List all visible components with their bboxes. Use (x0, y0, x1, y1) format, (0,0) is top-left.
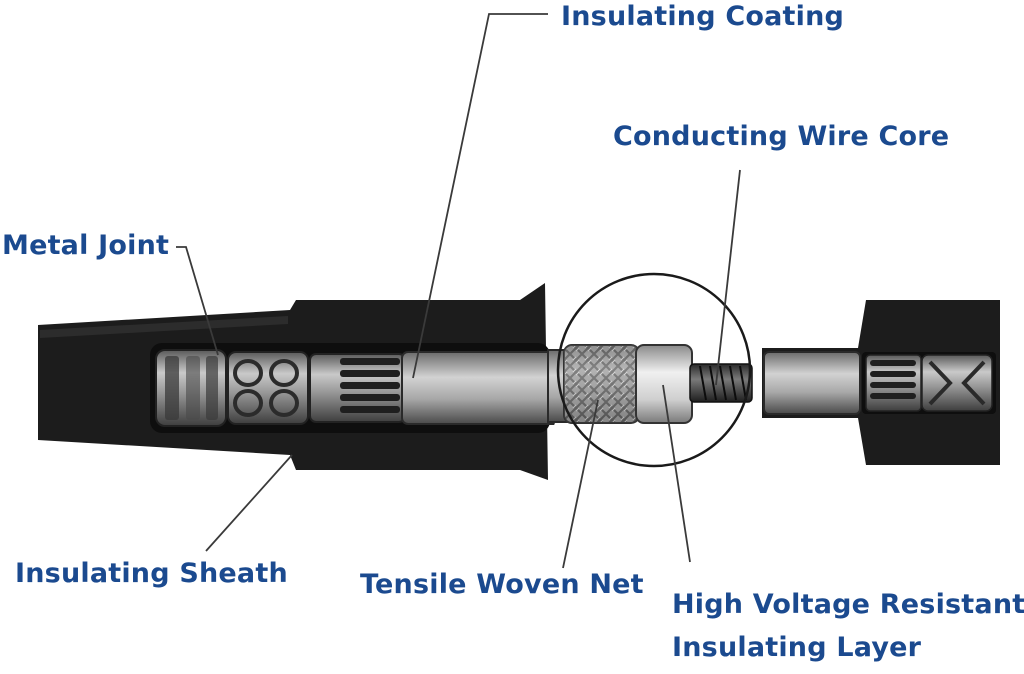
right-metal-joint (921, 354, 993, 412)
label-high-voltage-line1: High Voltage Resistant (672, 589, 1024, 620)
leader-insulating-sheath (205, 454, 293, 552)
high-voltage-insulating-layer (635, 344, 693, 424)
insulating-coating-tube (401, 351, 555, 425)
label-insulating-coating: Insulating Coating (561, 1, 845, 32)
leader-insulating-coating (412, 13, 548, 379)
label-insulating-sheath: Insulating Sheath (15, 558, 288, 589)
leader-conducting-wire-core (715, 169, 741, 386)
label-metal-joint: Metal Joint (2, 230, 170, 261)
label-high-voltage-line2: Insulating Layer (672, 632, 922, 663)
metal-joint-rings (227, 351, 309, 425)
left-sheath-highlight (40, 316, 288, 338)
leader-lines (176, 13, 741, 569)
leader-high-voltage-layer (662, 384, 691, 563)
leader-metal-joint (176, 246, 219, 356)
right-sheath-tube (763, 351, 861, 415)
leader-tensile-woven-net (562, 399, 599, 569)
label-tensile-woven-net: Tensile Woven Net (360, 569, 644, 600)
magnifier-circle (556, 272, 752, 468)
label-conducting-wire-core: Conducting Wire Core (613, 121, 950, 152)
